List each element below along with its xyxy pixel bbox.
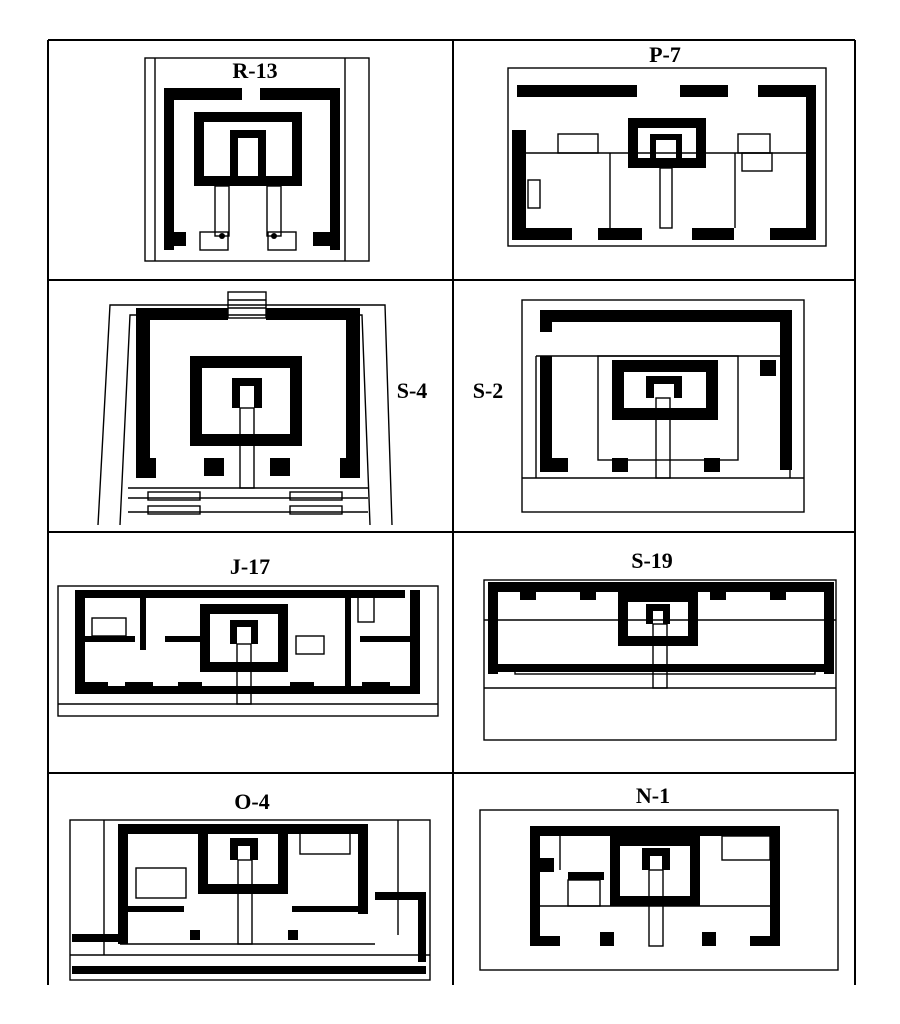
plan-s-19: S-19 (483, 548, 837, 741)
plan-s-2: S-2 (473, 299, 805, 513)
panel-label-o-4: O-4 (234, 789, 269, 814)
panel-label-s-2: S-2 (473, 378, 504, 403)
panel-label-s-4: S-4 (397, 378, 428, 403)
panel-label-n-1: N-1 (636, 783, 670, 808)
plan-p-7: P-7 (507, 42, 827, 247)
plan-j-17: J-17 (57, 554, 439, 717)
panel-label-r-13: R-13 (232, 58, 277, 83)
plan-o-4: O-4 (69, 789, 431, 981)
table-grid (47, 39, 856, 985)
panel-label-s-19: S-19 (631, 548, 673, 573)
plan-n-1: N-1 (479, 783, 839, 971)
panel-label-j-17: J-17 (230, 554, 270, 579)
panel-label-p-7: P-7 (649, 42, 681, 67)
plan-s-4: S-4 (97, 291, 428, 526)
plan-r-13: R-13 (144, 57, 370, 262)
